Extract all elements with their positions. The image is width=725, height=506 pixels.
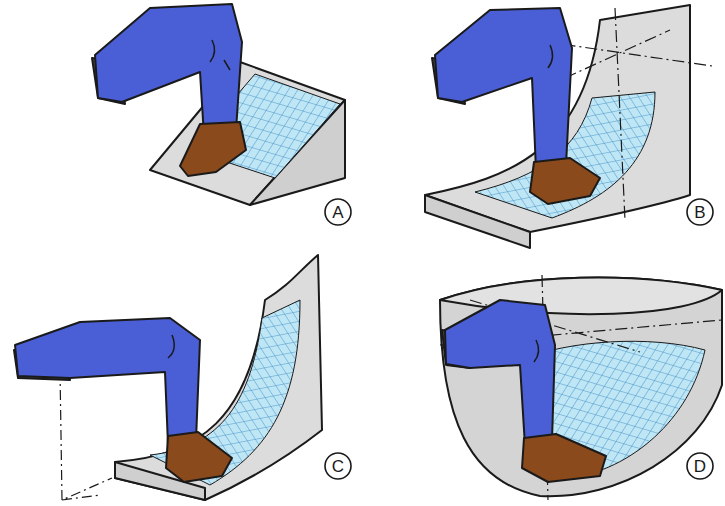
knee-crease	[548, 45, 553, 68]
bowl-panel	[440, 275, 722, 500]
bowl-body	[440, 278, 722, 497]
ramp-top	[150, 62, 345, 205]
knee-crease	[168, 335, 174, 358]
panel-letter: C	[332, 458, 344, 475]
panel-label-circle: C	[324, 452, 352, 480]
projection-line	[60, 370, 112, 500]
circle-outline	[687, 453, 713, 479]
shoe	[530, 158, 600, 204]
axis-line	[440, 275, 722, 500]
circle-outline	[687, 199, 713, 225]
shoe	[522, 434, 606, 482]
ramp-panel	[92, 4, 345, 205]
panel-label-circle: A	[324, 198, 352, 226]
panel-letter: D	[694, 458, 706, 475]
panel-letter: A	[332, 204, 343, 221]
knee-crease	[210, 40, 230, 70]
circle-outline	[325, 199, 351, 225]
trouser-leg	[435, 8, 572, 170]
curved-wall-panel	[425, 5, 712, 248]
trouser-leg	[95, 4, 242, 136]
shoe	[166, 432, 232, 482]
trouser-leg	[445, 300, 555, 446]
panel-letter: B	[694, 204, 705, 221]
knee-crease	[534, 340, 539, 362]
panel-label-circle: B	[686, 198, 714, 226]
trouser-leg	[15, 318, 200, 445]
scoop-panel	[14, 255, 322, 500]
circle-outline	[325, 453, 351, 479]
surface	[115, 255, 322, 500]
panel-label-circle: D	[686, 452, 714, 480]
shoe	[180, 122, 246, 176]
